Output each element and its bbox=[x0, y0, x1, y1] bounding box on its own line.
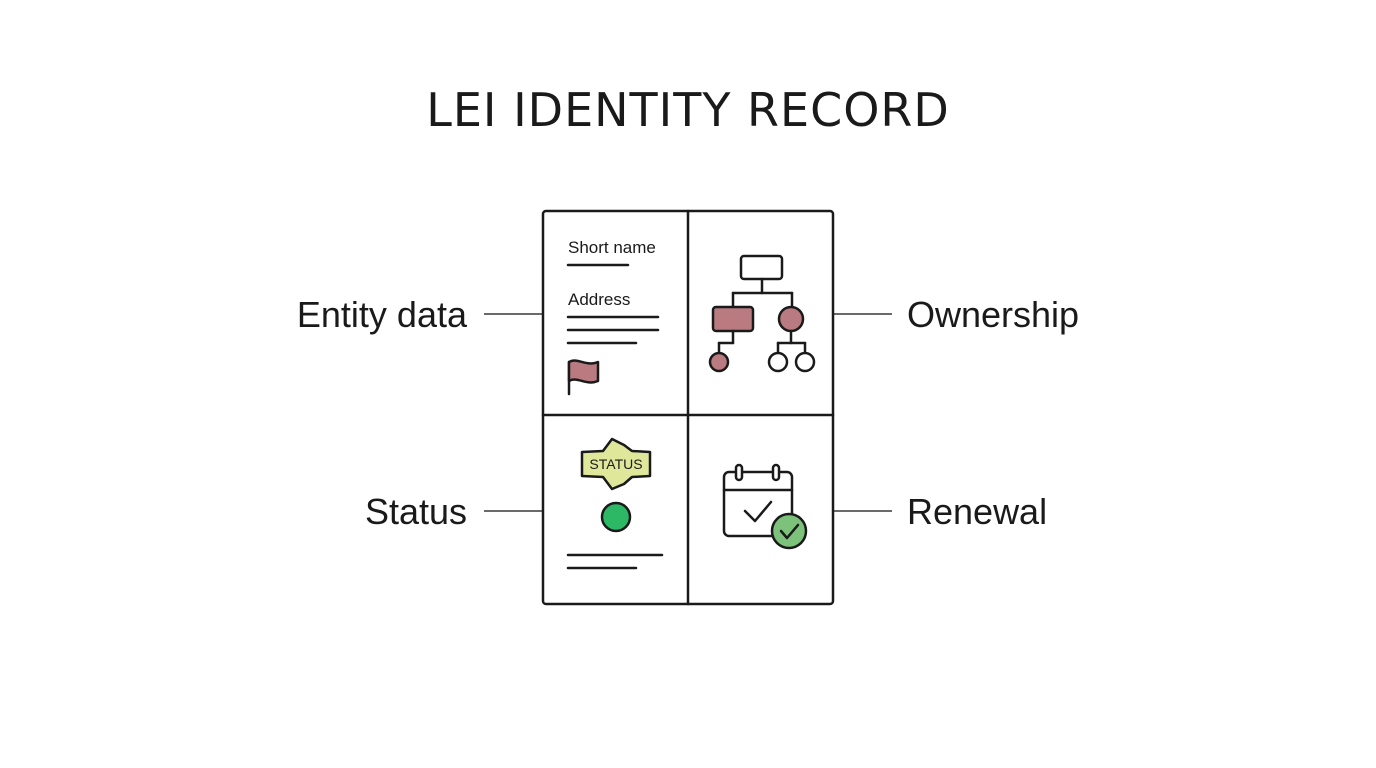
address-label: Address bbox=[568, 290, 630, 309]
quadrant-entity-data: Short name Address bbox=[566, 238, 660, 396]
callout-renewal: Renewal bbox=[907, 491, 1047, 532]
status-badge-icon: STATUS bbox=[580, 437, 652, 491]
calendar-check-icon bbox=[722, 463, 808, 550]
callout-status: Status bbox=[365, 491, 467, 532]
quadrant-status: STATUS bbox=[566, 437, 664, 570]
callout-ownership: Ownership bbox=[907, 294, 1079, 335]
org-chart-icon bbox=[708, 254, 816, 373]
flag-icon bbox=[567, 359, 600, 396]
page-title: LEI IDENTITY RECORD bbox=[426, 83, 950, 137]
status-badge-label: STATUS bbox=[589, 456, 642, 472]
status-dot-icon bbox=[600, 501, 632, 533]
short-name-label: Short name bbox=[568, 238, 656, 257]
callout-entity-data: Entity data bbox=[297, 294, 468, 335]
